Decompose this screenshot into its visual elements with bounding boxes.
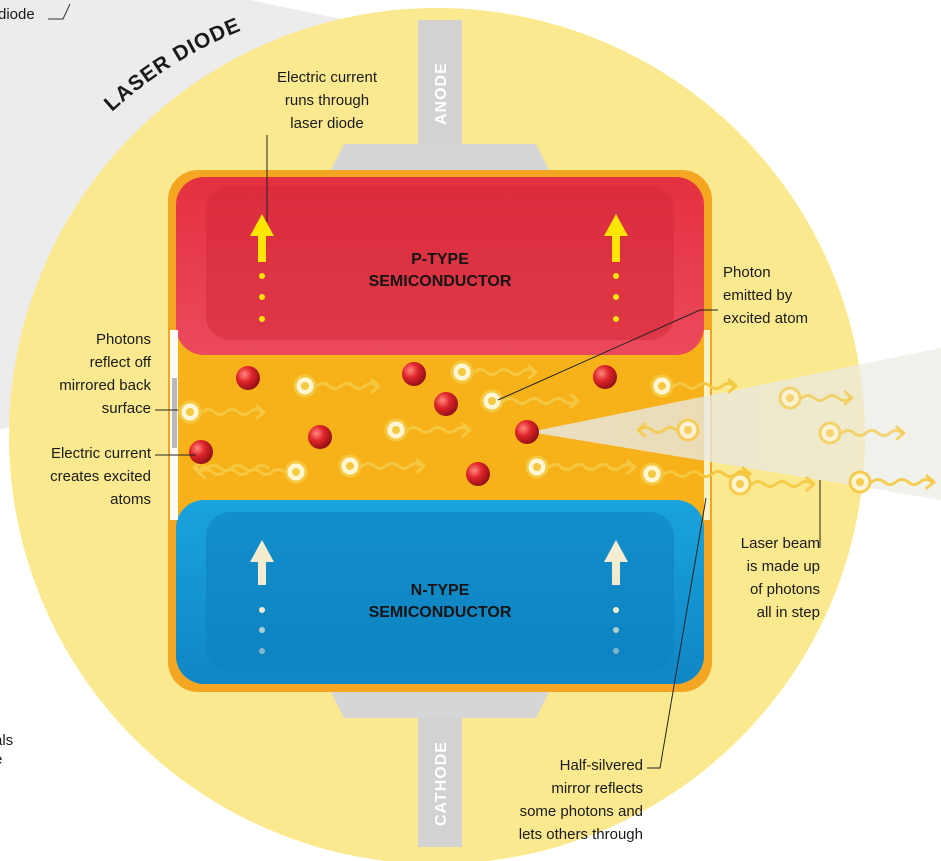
svg-text:surface: surface: [102, 400, 151, 417]
current-arrow-p-left: [250, 214, 274, 322]
corner-leader: [48, 3, 71, 20]
back-mirror-shade: [172, 378, 177, 448]
svg-text:lets others through: lets others through: [519, 826, 643, 843]
corner-label-top: diode: [0, 6, 35, 23]
corner-label-bottom-2: e: [0, 751, 2, 768]
excited-atom: [515, 420, 539, 444]
svg-text:Photons: Photons: [96, 331, 151, 348]
anode-cap: [330, 144, 550, 172]
svg-text:emitted by: emitted by: [723, 287, 793, 304]
svg-text:Electric current: Electric current: [277, 69, 378, 86]
svg-text:creates excited: creates excited: [50, 468, 151, 485]
svg-text:reflect off: reflect off: [90, 354, 152, 371]
callout-photons-reflect: Photons reflect off mirrored back surfac…: [59, 331, 152, 417]
callout-excited-atoms: Electric current creates excited atoms: [50, 445, 152, 508]
callout-half-mirror: Half-silvered mirror reflects some photo…: [519, 757, 643, 843]
svg-text:laser diode: laser diode: [290, 115, 363, 132]
corner-label-bottom-1: als: [0, 732, 13, 749]
p-type-inner: [206, 186, 674, 340]
svg-text:Half-silvered: Half-silvered: [560, 757, 643, 774]
laser-beam: [530, 348, 941, 500]
n-type-inner: [206, 512, 674, 672]
svg-text:is made up: is made up: [747, 558, 820, 575]
svg-text:runs through: runs through: [285, 92, 369, 109]
p-type-label-1: P-TYPE: [411, 251, 469, 268]
leader-lines: [155, 135, 821, 769]
n-type-label-1: N-TYPE: [411, 582, 470, 599]
excited-atom: [236, 366, 260, 390]
svg-text:mirror reflects: mirror reflects: [551, 780, 643, 797]
excited-atom: [189, 440, 213, 464]
cathode-cap: [330, 690, 550, 718]
cathode-lead: [418, 712, 462, 847]
excited-atom: [308, 425, 332, 449]
excited-atom: [434, 392, 458, 416]
callout-electric-current: Electric current runs through laser diod…: [277, 69, 378, 132]
n-type-label-2: SEMICONDUCTOR: [369, 604, 512, 621]
svg-text:all in step: all in step: [757, 604, 820, 621]
svg-text:atoms: atoms: [110, 491, 151, 508]
leader-half-mirror: [647, 497, 707, 769]
excited-atom: [402, 362, 426, 386]
callout-photon-emitted: Photon emitted by excited atom: [723, 264, 808, 327]
cathode-label: CATHODE: [433, 741, 450, 826]
svg-text:mirrored back: mirrored back: [59, 377, 151, 394]
excited-atom: [593, 365, 617, 389]
callout-laser-beam: Laser beam is made up of photons all in …: [741, 535, 820, 621]
svg-text:Electric current: Electric current: [51, 445, 152, 462]
current-arrow-n-right: [604, 540, 628, 654]
current-arrow-n-left: [250, 540, 274, 654]
current-arrow-p-right: [604, 214, 628, 322]
anode-lead: [418, 20, 462, 155]
anode-label: ANODE: [433, 62, 450, 125]
excited-atom: [466, 462, 490, 486]
svg-text:of photons: of photons: [750, 581, 820, 598]
excited-atom-group: [189, 362, 617, 486]
leader-photon-emitted: [497, 309, 718, 401]
svg-text:some photons and: some photons and: [520, 803, 643, 820]
photon-group: [178, 360, 936, 496]
p-type-label-2: SEMICONDUCTOR: [369, 273, 512, 290]
svg-text:Laser beam: Laser beam: [741, 535, 820, 552]
svg-text:Photon: Photon: [723, 264, 771, 281]
svg-text:excited atom: excited atom: [723, 310, 808, 327]
